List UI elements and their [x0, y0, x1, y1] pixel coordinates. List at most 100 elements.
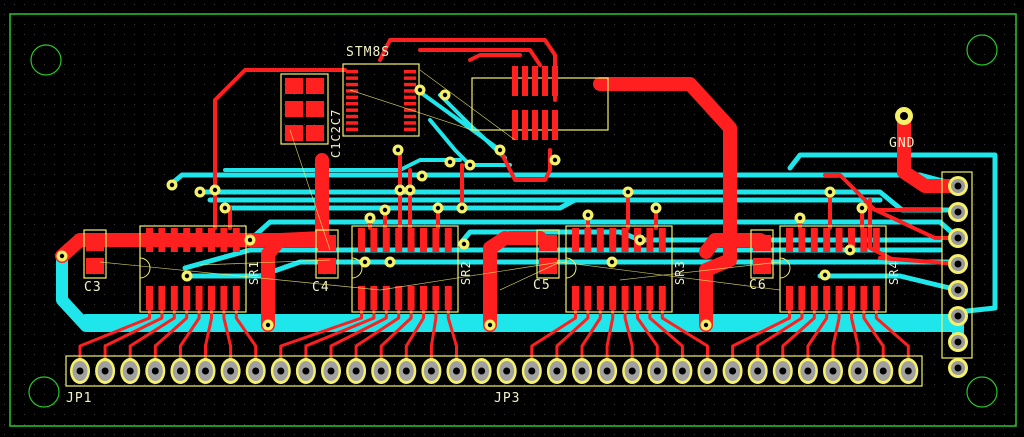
via [181, 270, 193, 282]
via [166, 179, 178, 191]
via [856, 202, 868, 214]
via [414, 84, 426, 96]
c5-label: C5 [533, 278, 551, 293]
via [379, 204, 391, 216]
header-pin [722, 358, 743, 384]
via [359, 256, 371, 268]
header-pin [270, 358, 291, 384]
c6-label: C6 [749, 278, 767, 293]
via [364, 212, 376, 224]
header-pin [471, 358, 492, 384]
via [606, 256, 618, 268]
via [262, 319, 274, 331]
header-pin [120, 358, 141, 384]
via [794, 212, 806, 224]
via [244, 234, 256, 246]
via [484, 319, 496, 331]
via [392, 144, 404, 156]
header-pin [295, 358, 316, 384]
via [549, 154, 561, 166]
c4-label: C4 [312, 280, 330, 295]
via [56, 250, 68, 262]
header-pin [245, 358, 266, 384]
shift-register-sr3: SR3 [565, 225, 687, 313]
header-pin [848, 358, 869, 384]
header-pin [421, 358, 442, 384]
via [416, 170, 428, 182]
right-connector-pin [948, 280, 968, 300]
right-connector-pin [948, 228, 968, 248]
via [464, 159, 476, 171]
mounting-hole [28, 376, 60, 408]
shift-register-sr2: SR2 [351, 225, 473, 313]
via [650, 202, 662, 214]
mounting-hole [30, 44, 62, 76]
mounting-hole [966, 376, 998, 408]
capacitor-c3: C3 [83, 229, 107, 295]
jp1-label: JP1 [66, 391, 92, 406]
via [404, 184, 416, 196]
mcu-caps-label: C1C2C7 [329, 109, 343, 158]
via [700, 319, 712, 331]
via [444, 156, 456, 168]
mcu-stm8s: STM8S [342, 45, 420, 137]
caps-c1-c2-c7: C1C2C7 [280, 73, 343, 158]
right-connector-pin [948, 254, 968, 274]
via [209, 184, 221, 196]
vias [56, 84, 868, 331]
via [494, 144, 506, 156]
via [634, 234, 646, 246]
right-connector-pin [948, 202, 968, 222]
right-connector-pin [948, 332, 968, 352]
via [432, 202, 444, 214]
right-connector [941, 171, 973, 378]
via [582, 209, 594, 221]
via [394, 184, 406, 196]
mcu-label: STM8S [346, 45, 390, 60]
gnd-label: GND [889, 136, 915, 151]
header-pin [321, 358, 341, 384]
via [622, 186, 634, 198]
header-pin [70, 358, 90, 384]
capacitor-c6: C6 [749, 229, 774, 293]
via [824, 186, 836, 198]
header-pin [823, 358, 843, 384]
right-connector-pin [948, 358, 968, 378]
shift-register-sr1: SR1 [139, 225, 261, 313]
via [194, 186, 206, 198]
jp3-label: JP3 [494, 391, 520, 406]
sr3-label: SR3 [673, 260, 687, 285]
shift-register-sr4: SR4 [779, 225, 901, 313]
header-pin [873, 358, 894, 384]
header-pin [195, 358, 216, 384]
header-pin [797, 358, 818, 384]
board-outline [9, 13, 1017, 427]
capacitor-c5: C5 [533, 229, 560, 293]
via [219, 202, 231, 214]
header-pin [145, 358, 166, 384]
header-pin [622, 358, 643, 384]
header-pin [95, 358, 116, 384]
header-pin [697, 358, 718, 384]
header-pin [672, 358, 693, 384]
header-pin [496, 358, 517, 384]
via [458, 238, 470, 250]
via [819, 269, 831, 281]
via [439, 89, 451, 101]
via [456, 202, 468, 214]
gnd-testpoint: GND [889, 107, 915, 151]
header-pin [346, 358, 367, 384]
via [384, 256, 396, 268]
airwires [99, 69, 781, 291]
header-pin [446, 358, 467, 384]
header-pin [546, 358, 567, 384]
header-pin [521, 358, 542, 384]
mounting-hole [966, 34, 998, 66]
header-jp1-jp3: JP1 JP3 [65, 355, 923, 406]
header-pin [572, 358, 592, 384]
header-pin [647, 358, 668, 384]
header-pin [898, 358, 919, 384]
header-pin [371, 358, 392, 384]
header-pin [747, 358, 768, 384]
